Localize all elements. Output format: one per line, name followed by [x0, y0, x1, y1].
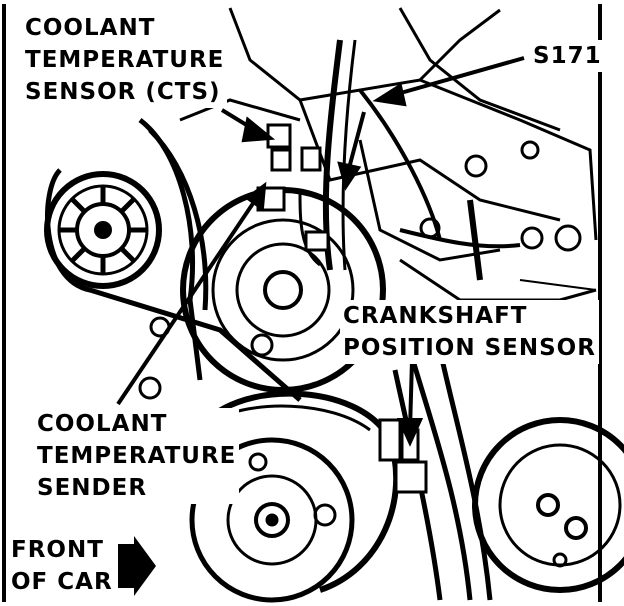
label-crankshaft-position-sensor: CRANKSHAFT POSITION SENSOR: [340, 300, 599, 364]
label-front-line-1: FRONT: [11, 537, 104, 563]
leader-arrows: [116, 56, 525, 447]
label-front-line-2: OF CAR: [11, 569, 113, 595]
label-sender-line-3: SENDER: [37, 475, 148, 501]
label-splice-s171: S171: [530, 40, 605, 72]
label-sender-line-2: TEMPERATURE: [37, 443, 237, 469]
label-s171-text: S171: [533, 43, 602, 69]
front-arrow-icon: [118, 536, 156, 596]
crankshaft-sensor-body: [378, 418, 428, 494]
label-cts-line-3: SENSOR (CTS): [25, 79, 221, 105]
label-coolant-temperature-sender: COOLANT TEMPERATURE SENDER: [34, 408, 240, 504]
label-sender-line-1: COOLANT: [37, 411, 168, 437]
crankshaft-pulley-lower: [189, 390, 400, 603]
coolant-sensor-body: [256, 123, 330, 252]
idler-pulley-left: [44, 171, 162, 289]
label-ckp-line-1: CRANKSHAFT: [343, 303, 528, 329]
label-coolant-temperature-sensor: COOLANT TEMPERATURE SENSOR (CTS): [22, 12, 228, 108]
label-cts-line-2: TEMPERATURE: [25, 47, 225, 73]
bolt-heads: [138, 140, 582, 400]
inset-border: [2, 4, 602, 602]
label-ckp-line-2: POSITION SENSOR: [343, 335, 596, 361]
label-front-of-car: FRONT OF CAR: [8, 534, 116, 598]
label-cts-line-1: COOLANT: [25, 15, 156, 41]
drive-belt-upper: [45, 118, 302, 402]
